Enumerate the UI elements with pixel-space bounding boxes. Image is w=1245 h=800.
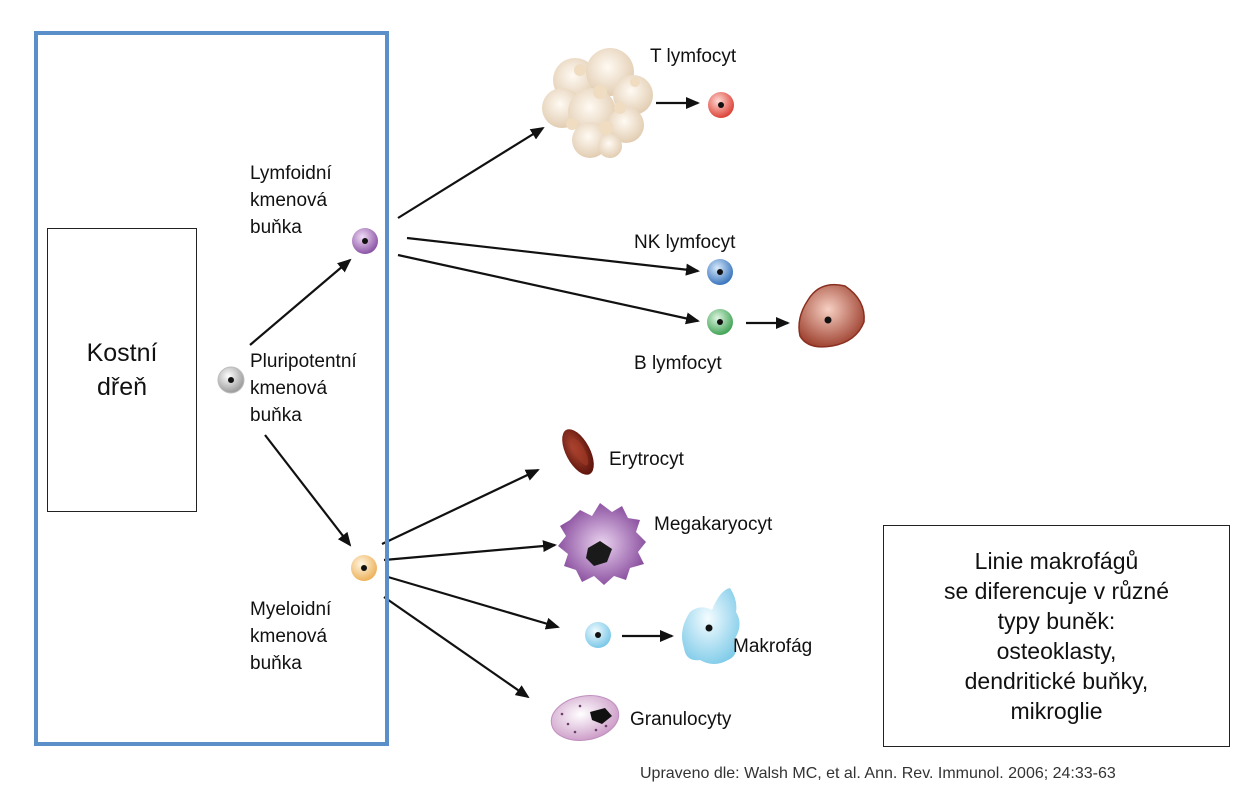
megakaryocyte-icon [558, 503, 646, 585]
pluripotent-stem-cell-icon [217, 366, 245, 394]
arrow-myeloid-to-megakaryocyte [383, 540, 557, 562]
myeloid-stem-cell-icon [351, 555, 377, 581]
megakaryocyte-label: Megakaryocyt [654, 514, 773, 535]
macrophage-icon [682, 588, 740, 664]
nk-lymphocyte-icon [707, 259, 733, 285]
plasma-cell-icon [798, 283, 865, 348]
macrophage-lineage-note: Linie makrofágů se diferencuje v různé t… [943, 548, 1169, 724]
lymphoid-stem-cell-label: Lymfoidní kmenová buňka [250, 163, 332, 238]
erythrocyte-icon [562, 429, 594, 475]
arrow-lymphoid-to-b [397, 253, 700, 325]
granulocyte-icon [550, 695, 620, 741]
source-citation: Upraveno dle: Walsh MC, et al. Ann. Rev.… [640, 765, 1116, 782]
macrophage-lineage-note-box: Linie makrofágů se diferencuje v různé t… [883, 525, 1230, 747]
b-lymphocyte-label: B lymfocyt [634, 353, 722, 374]
lymphoid-stem-cell-icon [352, 228, 378, 254]
thymus-icon [542, 48, 653, 158]
bone-marrow-box: Kostní dřeň [47, 228, 197, 512]
monocyte-icon [585, 622, 611, 648]
arrow-lymphoid-to-thymus [397, 126, 545, 219]
b-lymphocyte-icon [707, 309, 733, 335]
nk-lymphocyte-label: NK lymfocyt [634, 232, 736, 253]
arrow-pluripotent-to-myeloid [264, 434, 352, 547]
arrow-lymphoid-to-nk [406, 236, 700, 276]
pluripotent-stem-cell-label: Pluripotentní kmenová buňka [250, 351, 357, 426]
t-lymphocyte-icon [708, 92, 734, 118]
arrow-pluripotent-to-lymphoid [249, 258, 352, 346]
bone-marrow-label: Kostní dřeň [86, 339, 158, 401]
bone-marrow-frame [34, 31, 389, 746]
granulocytes-label: Granulocyty [630, 709, 732, 730]
arrow-myeloid-to-erythrocyte [381, 469, 540, 545]
t-lymphocyte-label: T lymfocyt [650, 46, 737, 67]
macrophage-label: Makrofág [733, 636, 813, 657]
erythrocyte-label: Erytrocyt [609, 449, 684, 470]
arrow-myeloid-to-granulocyte [383, 596, 530, 699]
arrow-myeloid-to-monocyte [387, 575, 560, 630]
myeloid-stem-cell-label: Myeloidní kmenová buňka [250, 599, 332, 674]
